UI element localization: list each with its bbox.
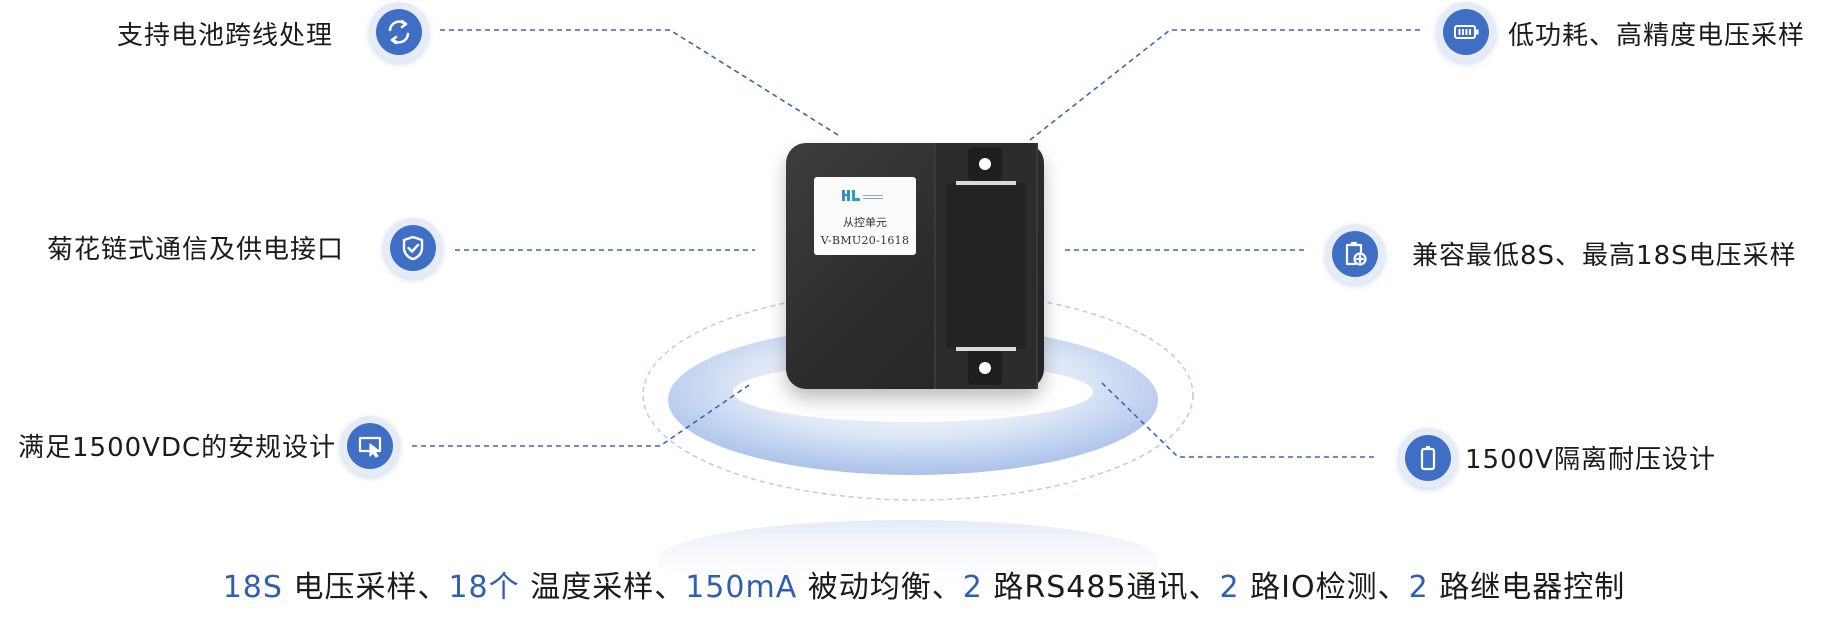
- connector-line: [1029, 29, 1420, 141]
- feature-label: 低功耗、高精度电压采样: [1508, 21, 1806, 51]
- spec-value: 18S: [222, 570, 283, 605]
- connector-line: [1101, 382, 1376, 458]
- refresh-cycle-icon: [369, 2, 429, 62]
- spec-value: 2: [962, 570, 983, 605]
- spec-text: 路RS485通讯、: [982, 570, 1220, 605]
- screw-top: [968, 147, 1002, 181]
- spec-text: 电压采样、: [282, 570, 449, 605]
- spec-value: 2: [1219, 570, 1240, 605]
- feature-label: 满足1500VDC的安规设计: [18, 433, 337, 463]
- battery-horizontal-icon: [1436, 2, 1496, 62]
- battery-plus-icon: [1325, 224, 1385, 284]
- feature-label: 支持电池跨线处理: [117, 21, 334, 51]
- spec-text: 温度采样、: [519, 570, 686, 605]
- feature-label: 菊花链式通信及供电接口: [47, 235, 345, 265]
- spec-value: 2: [1408, 570, 1429, 605]
- spec-summary: 18S 电压采样、18个 温度采样、150mA 被动均衡、2 路RS485通讯、…: [0, 568, 1848, 608]
- model-number: V-BMU20-1618: [820, 234, 910, 247]
- spec-text: 路IO检测、: [1239, 570, 1409, 605]
- feature-label: 兼容最低8S、最高18S电压采样: [1412, 241, 1797, 271]
- connector-lines: [412, 29, 1420, 458]
- brand-logo: [842, 190, 883, 201]
- spec-text: 路继电器控制: [1428, 570, 1626, 605]
- spec-value: 18个: [448, 570, 520, 605]
- bmu-device: 从控单元 V-BMU20-1618: [786, 143, 1044, 389]
- connector-line: [440, 29, 839, 136]
- device-label: 从控单元 V-BMU20-1618: [814, 177, 916, 255]
- spec-value: 150mA: [685, 570, 798, 605]
- mounting-clip: [934, 143, 1038, 389]
- shield-check-icon: [383, 218, 443, 278]
- spec-text: 被动均衡、: [797, 570, 963, 605]
- unit-name: 从控单元: [843, 216, 887, 229]
- screw-bottom: [968, 351, 1002, 385]
- feature-label: 1500V隔离耐压设计: [1465, 445, 1716, 475]
- battery-vertical-icon: [1398, 428, 1458, 488]
- connector-line: [412, 382, 753, 447]
- monitor-cursor-icon: [340, 416, 400, 476]
